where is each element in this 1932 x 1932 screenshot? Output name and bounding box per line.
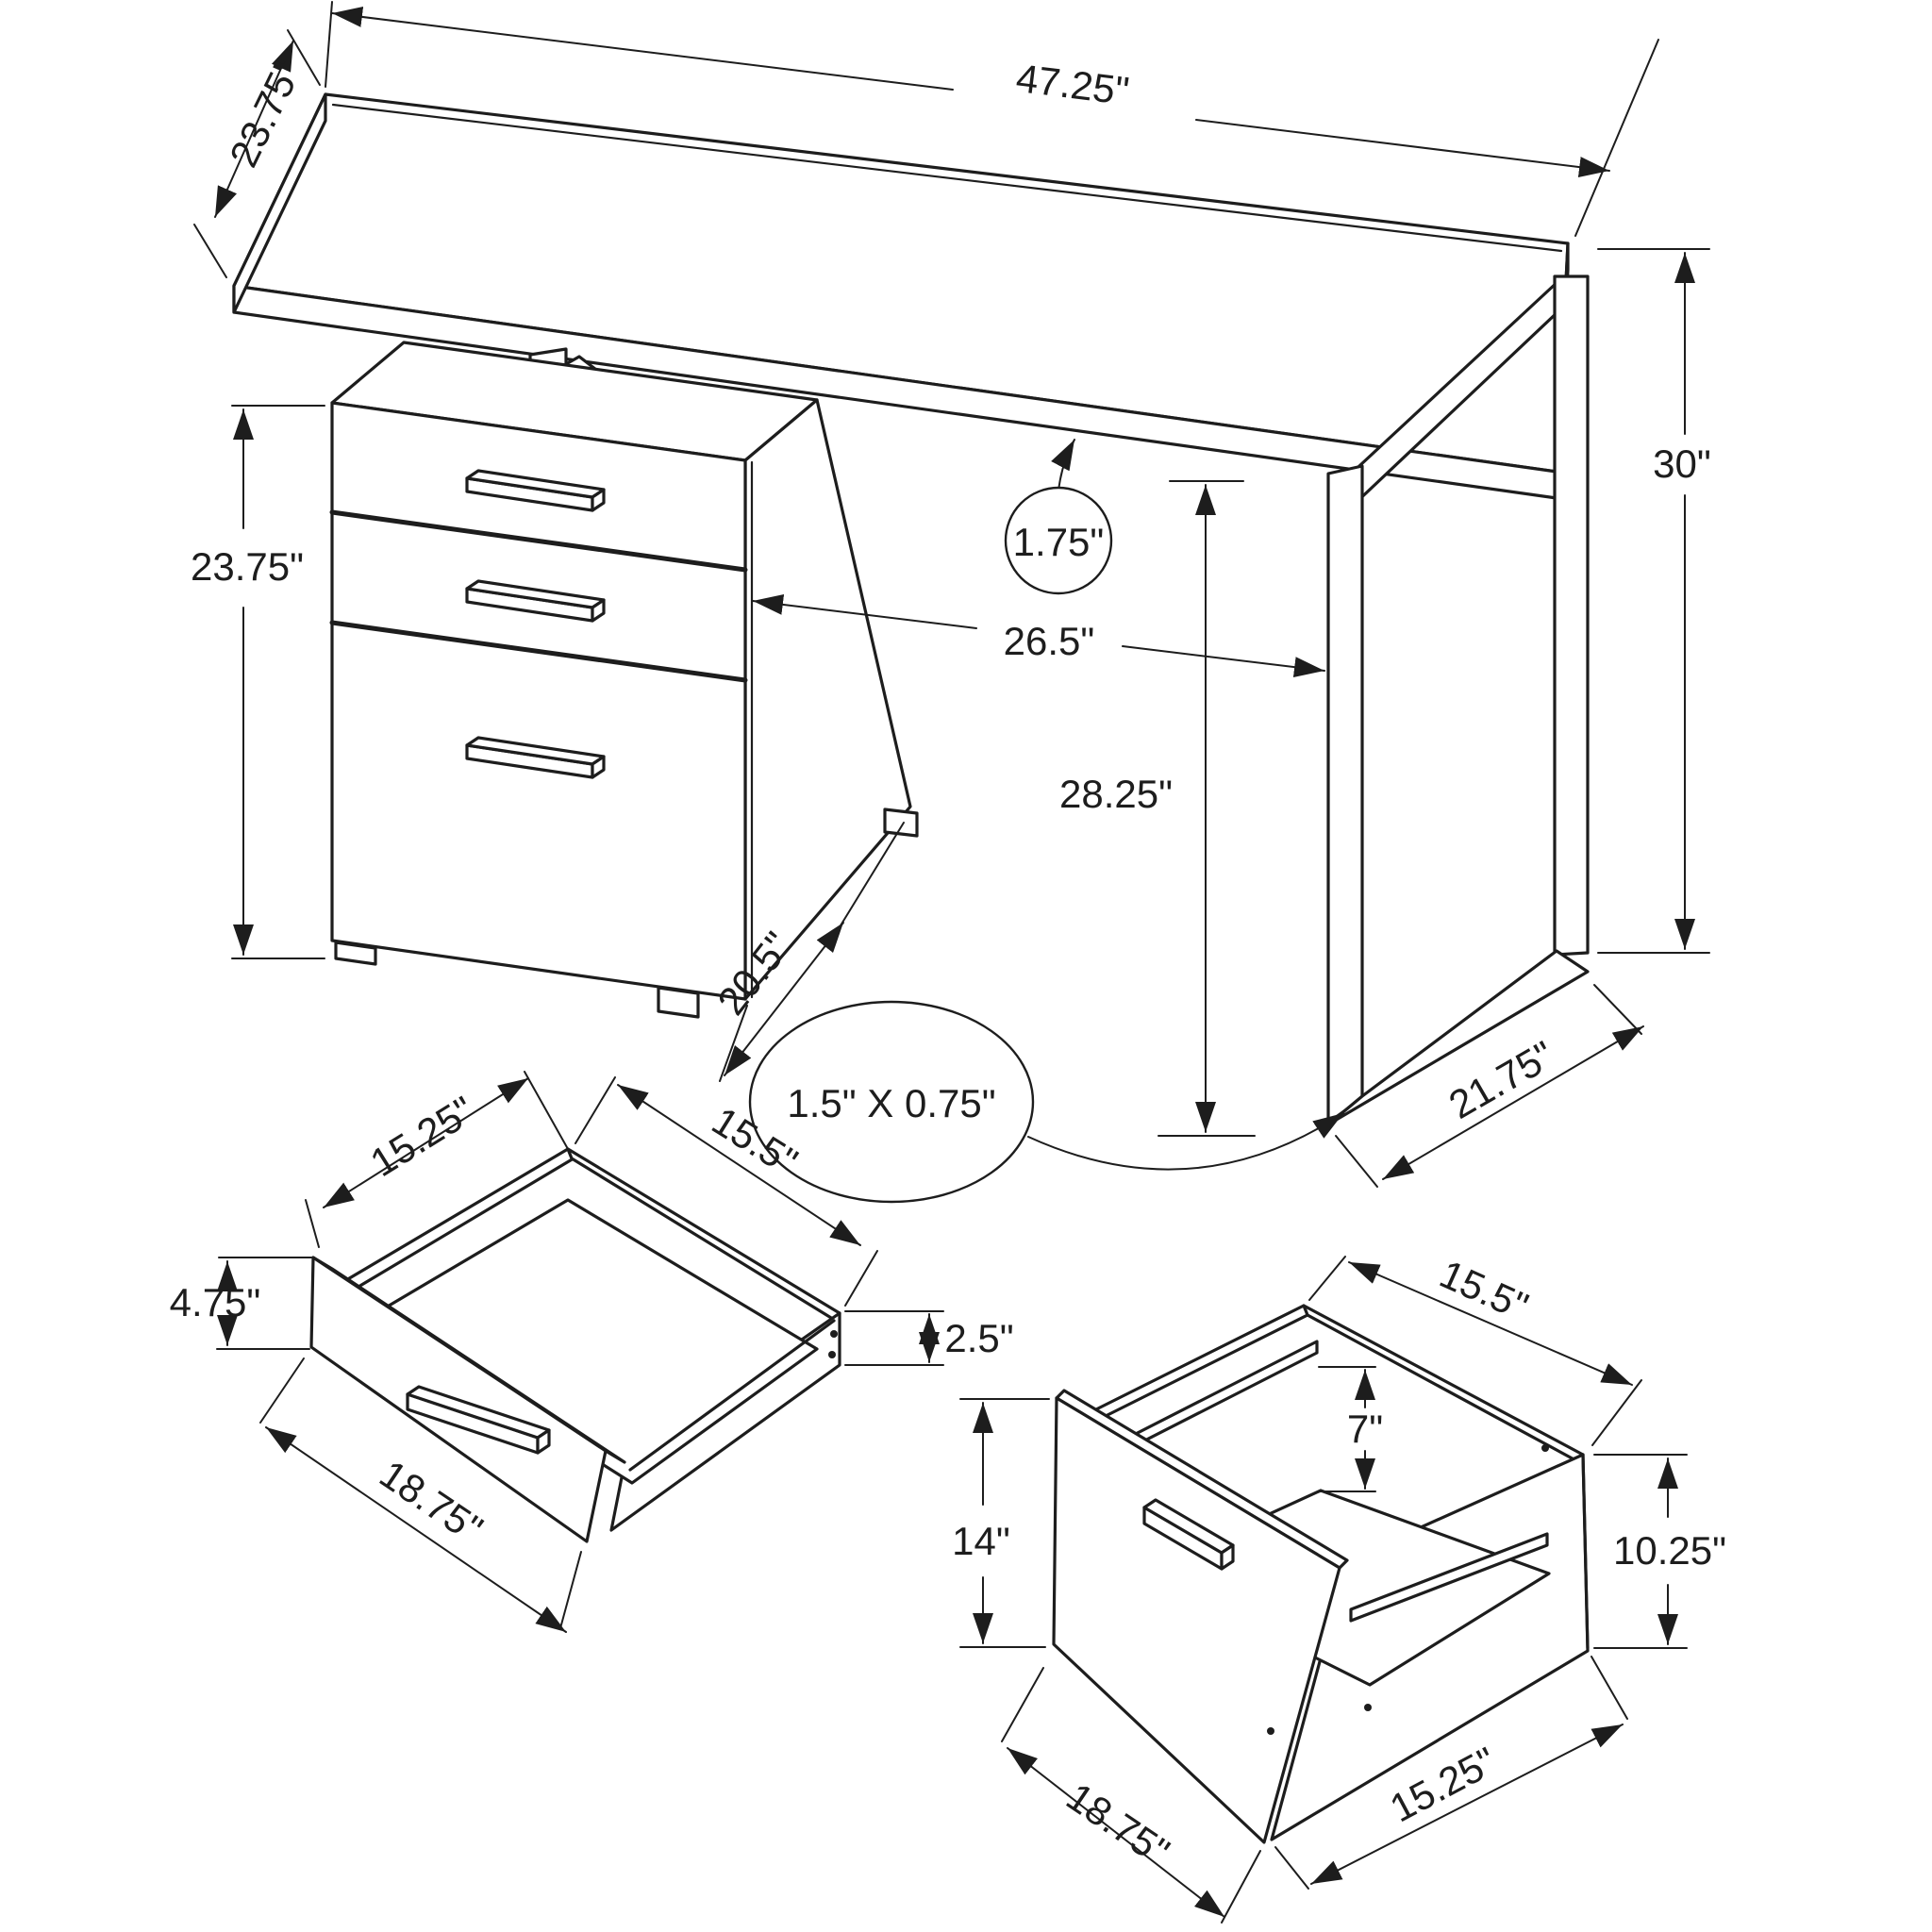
dim-top-thickness-label: 1.75" (1013, 520, 1105, 564)
dim-file-rail-height-label: 7" (1347, 1407, 1383, 1451)
screw-dot (828, 1351, 836, 1358)
dim-opening-width: 26.5" (752, 593, 1325, 678)
dim-opening-height: 28.25" (1059, 480, 1256, 1137)
small-drawer-view: 15.25" 15.5" 4.75" 2.5" 18.75" (170, 1071, 1014, 1633)
dim-desk-width: 47.25" (325, 1, 1659, 237)
cabinet-foot-front-left (334, 941, 377, 966)
cabinet-side-face (743, 398, 912, 1001)
dim-small-front-height-label: 4.75" (170, 1280, 261, 1324)
dim-file-rail-height: 7" (1318, 1366, 1383, 1492)
dim-small-side-height: 2.5" (844, 1310, 1014, 1366)
desktop-back-edge-inner (331, 103, 1563, 253)
drawer-handle-1 (465, 469, 606, 512)
dim-cabinet-height-label: 23.75" (191, 544, 304, 589)
screw-dot (1267, 1727, 1274, 1735)
screw-dot (1541, 1444, 1549, 1452)
leg-back-post (1553, 275, 1590, 957)
dim-small-inner-width: 15.25" (305, 1071, 569, 1248)
screw-dot (830, 1330, 838, 1338)
dim-leg-tube-label: 1.5" X 0.75" (787, 1081, 995, 1125)
dim-leg-tube-callout: 1.5" X 0.75" (748, 1000, 1344, 1204)
top-thickness-circle (1004, 486, 1113, 595)
dim-opening-width-label: 26.5" (1004, 619, 1095, 663)
dim-top-thickness-callout: 1.75" (1004, 439, 1113, 595)
cabinet-foot-front-right (657, 986, 700, 1019)
dim-desk-width-label: 47.25" (1014, 56, 1132, 113)
dim-file-front-height: 14" (952, 1398, 1050, 1648)
dim-small-front-height: 4.75" (170, 1257, 312, 1350)
dim-file-side-height-label: 10.25" (1613, 1528, 1726, 1573)
cabinet-foot-back (883, 808, 919, 838)
file-drawer-handle (1142, 1498, 1235, 1571)
drawer-divider-2 (329, 620, 748, 683)
file-drawer-back-right-edge (1581, 1453, 1590, 1650)
drawer-cabinet (329, 341, 919, 1019)
drawer-handle-2 (465, 579, 606, 623)
dim-small-side-height-label: 2.5" (944, 1316, 1013, 1360)
dim-file-front-height-label: 14" (952, 1519, 1010, 1563)
dim-file-front-width-label: 18.75" (1058, 1774, 1177, 1874)
screw-dot (1364, 1704, 1372, 1711)
file-drawer-back-wall-top (1302, 1304, 1585, 1464)
drawer-divider-1 (329, 509, 748, 573)
drawer-handle-3 (465, 736, 606, 779)
small-drawer-right-wall-inner-edge (628, 1319, 836, 1472)
dim-file-inner-depth-label: 15.5" (1433, 1251, 1534, 1328)
dim-small-front-width-label: 18.75" (372, 1452, 491, 1552)
dim-small-inner-width-label: 15.25" (362, 1088, 482, 1185)
dim-file-side-height: 10.25" (1593, 1454, 1726, 1649)
leg-front-post (1326, 464, 1364, 1124)
desk-isometric-view: 23.75" 47.25" 30" 1.75" 26.5" (191, 1, 1711, 1204)
file-drawer-view: 15.5" 7" 14" 10.25" 18.75" (952, 1251, 1726, 1924)
dim-cabinet-height: 23.75" (191, 405, 325, 959)
dim-desk-height: 30" (1597, 248, 1711, 954)
dim-opening-height-label: 28.25" (1059, 772, 1173, 816)
dim-desk-height-label: 30" (1653, 441, 1711, 486)
